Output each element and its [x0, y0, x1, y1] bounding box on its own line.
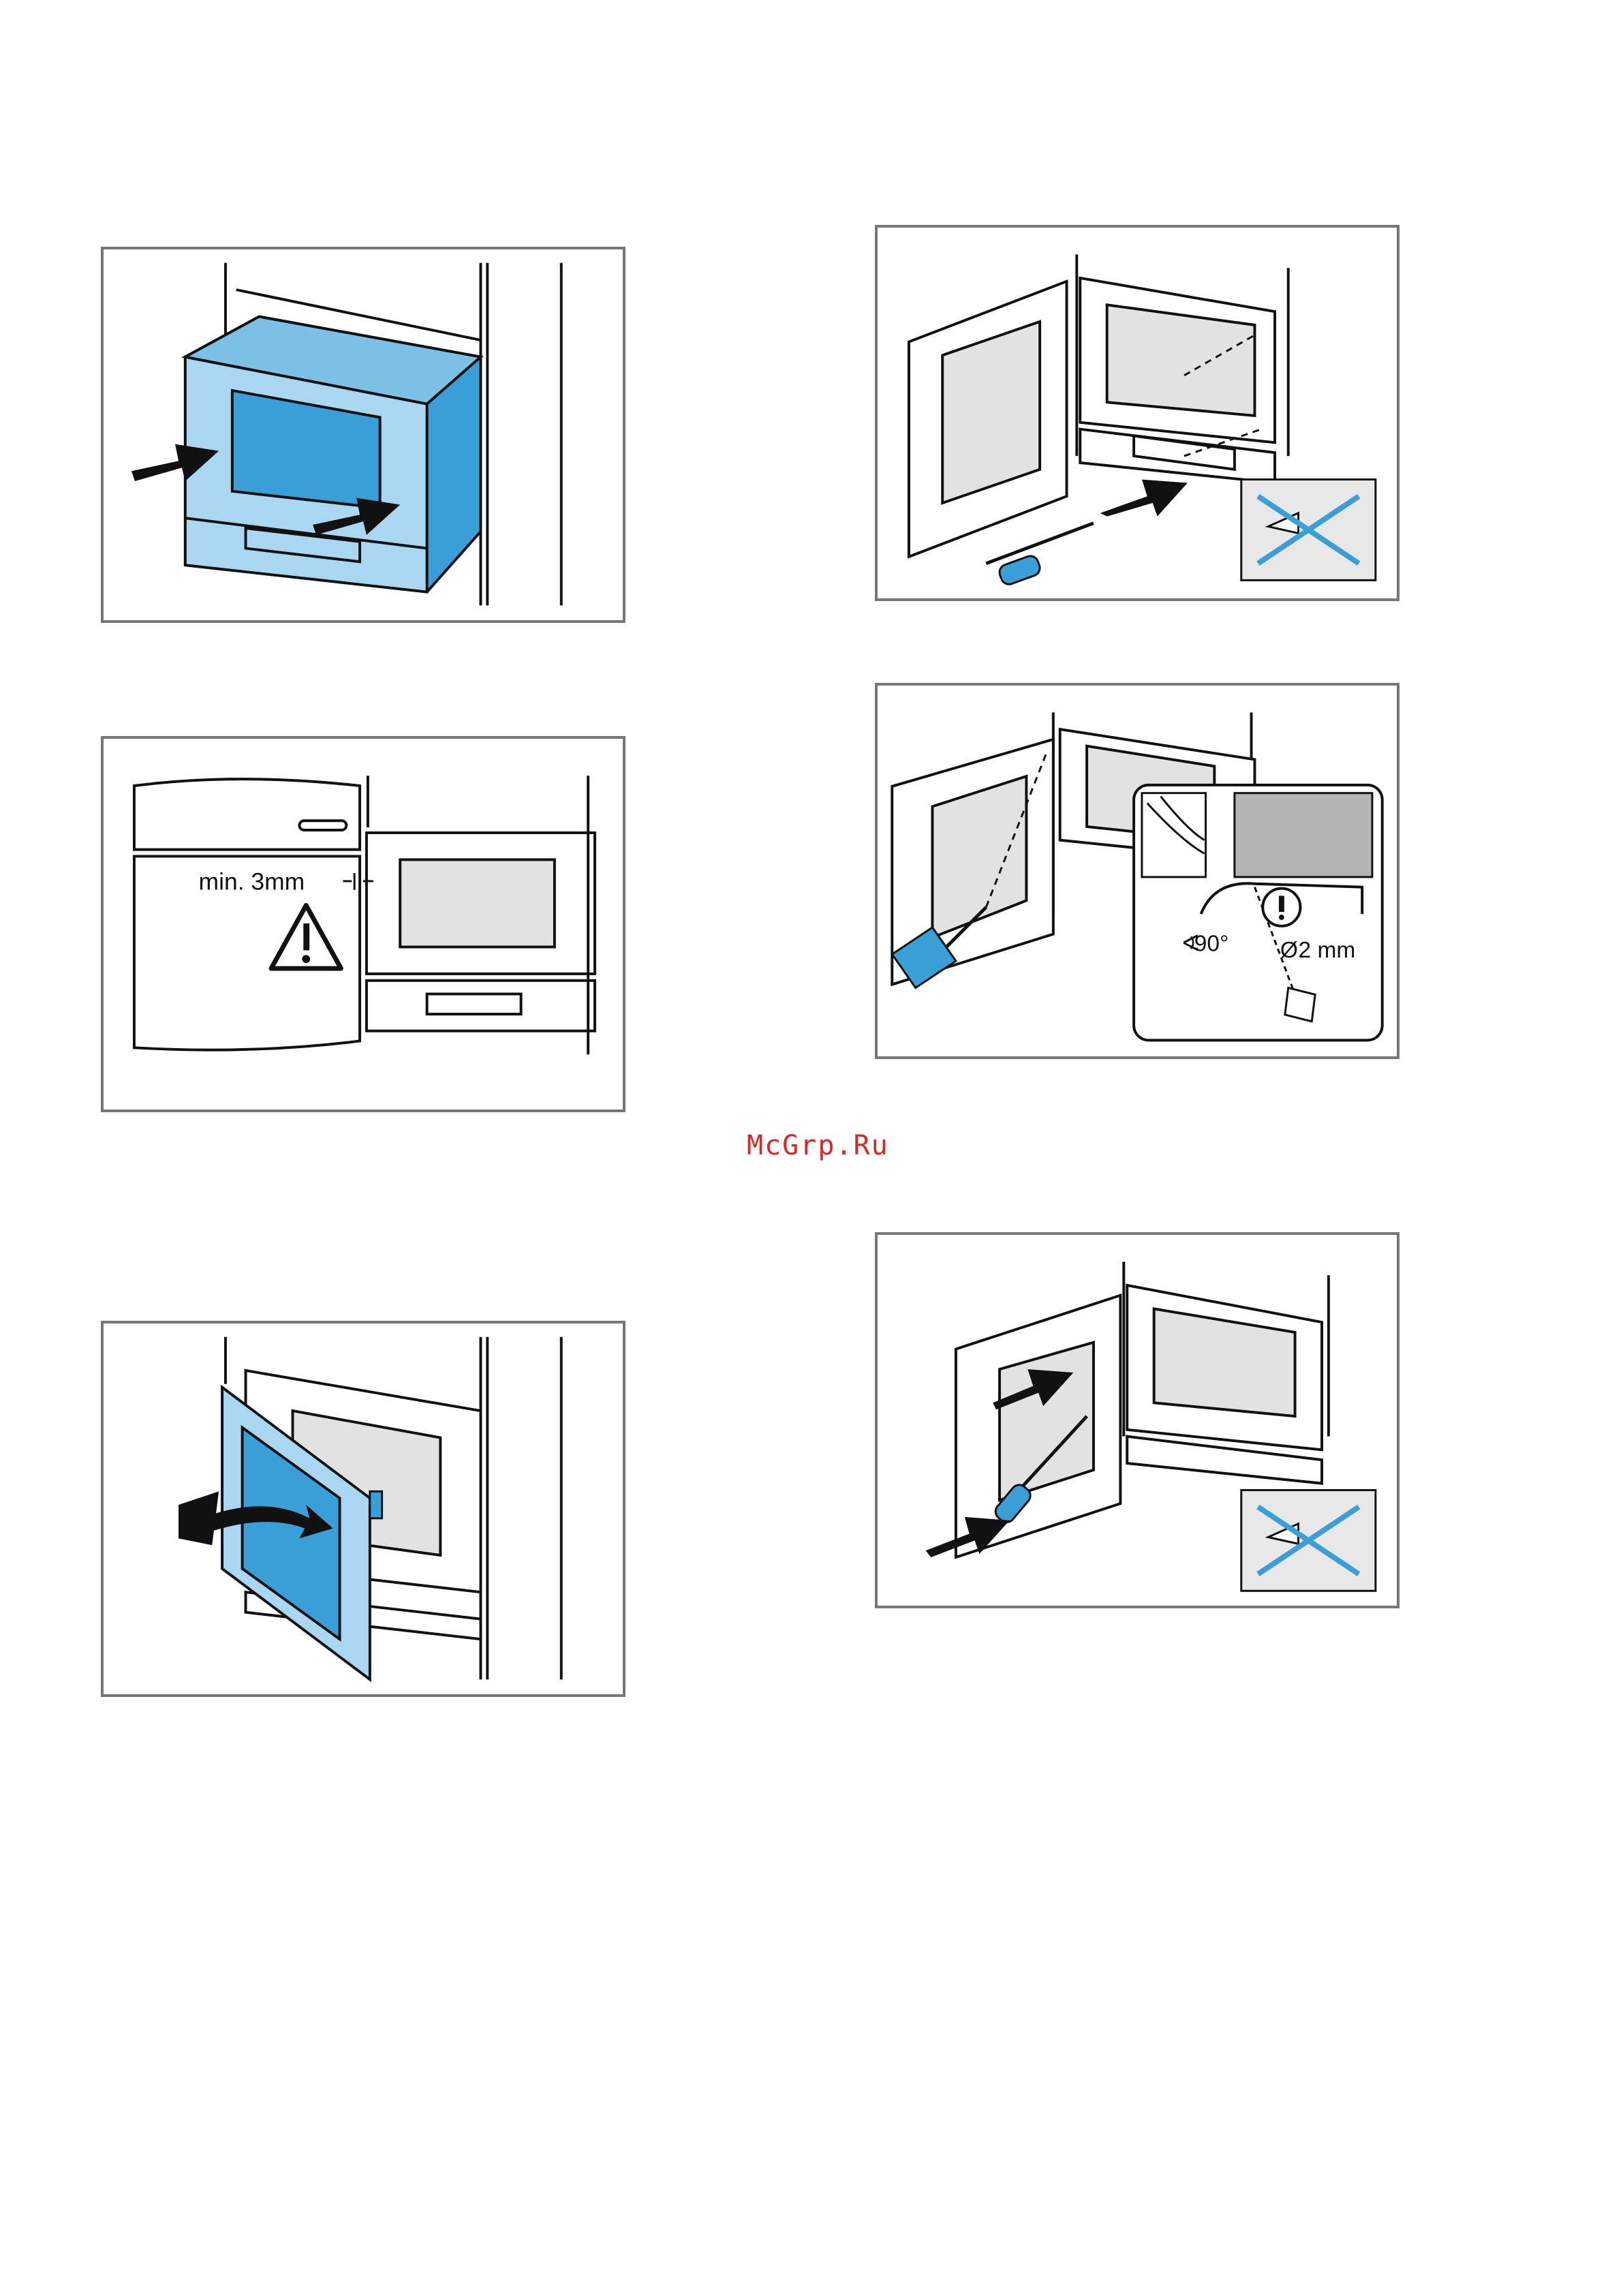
angle-label: 90°: [1194, 931, 1229, 956]
screwdriver-icon: [986, 523, 1094, 587]
detail-inset: ∢ 90° Ø 2 mm: [1134, 785, 1382, 1040]
drill-detail-illustration: ∢ 90° Ø 2 mm: [878, 686, 1397, 1056]
no-drill-icon: [1241, 1490, 1376, 1591]
no-drill-icon: [1241, 480, 1376, 581]
figure-clearance: min. 3mm: [101, 736, 625, 1112]
watermark: McGrp.Ru: [747, 1130, 889, 1161]
figure-screw-top: [875, 1232, 1400, 1608]
screw-bottom-illustration: [878, 228, 1397, 598]
arrow-icon: [1100, 480, 1188, 517]
push-in-illustration: [104, 249, 623, 620]
figure-drill-detail: ∢ 90° Ø 2 mm: [875, 683, 1400, 1059]
screw-top-illustration: [878, 1235, 1397, 1606]
figure-push-in: [101, 247, 625, 623]
figure-open-door: [101, 1321, 625, 1697]
figure-screw-bottom: [875, 225, 1400, 601]
caution-icon: [1263, 889, 1300, 926]
open-door-illustration: [104, 1323, 623, 1694]
clearance-label: min. 3mm: [199, 868, 305, 896]
svg-text:Ø: Ø: [1280, 938, 1298, 963]
diameter-label: 2 mm: [1299, 938, 1356, 963]
clearance-illustration: min. 3mm: [104, 739, 623, 1109]
